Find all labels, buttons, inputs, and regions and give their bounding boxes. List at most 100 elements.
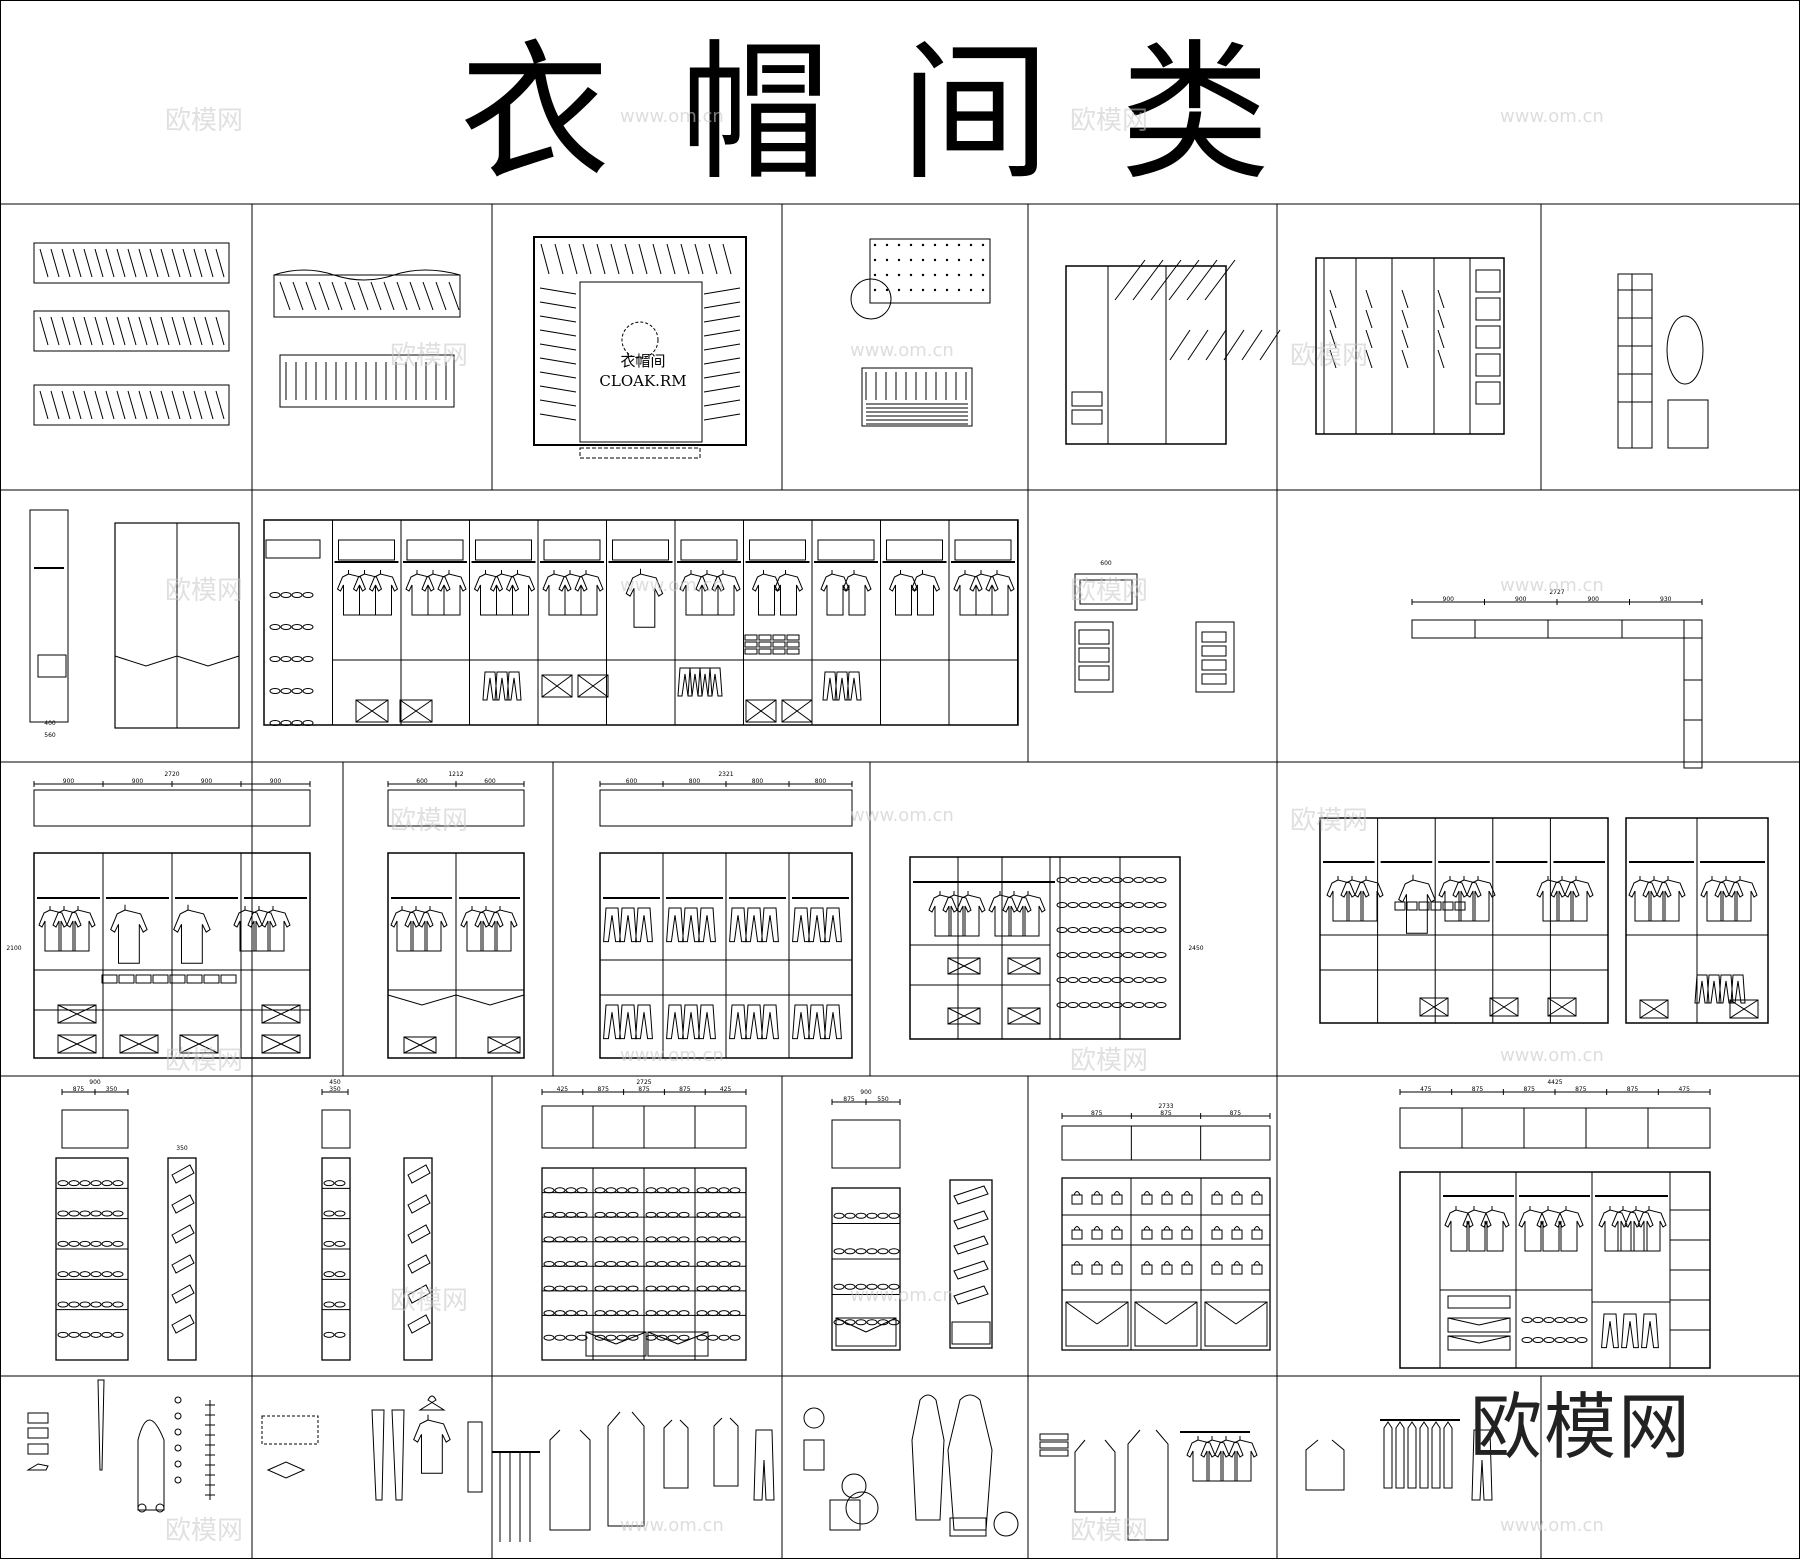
basket-mark: [261, 1004, 301, 1024]
hanger-plan: [703, 301, 741, 309]
shoe-side-icon: [171, 1254, 195, 1274]
drawer-mark: [1134, 1301, 1167, 1325]
shoe-icon: [844, 1283, 856, 1290]
shoe-icon: [576, 1211, 588, 1218]
l-rod-plan: [1683, 619, 1703, 769]
side-panel: [1315, 257, 1325, 435]
dimension-label: 900: [1443, 596, 1455, 603]
shoe-side-icon: [171, 1164, 195, 1184]
hanger-plan: [105, 390, 115, 420]
handbag-handle: [1233, 1226, 1241, 1231]
mirror-reflection: [1223, 329, 1245, 361]
dimension-label: 2725: [636, 1079, 651, 1086]
shirt-icon: [404, 909, 434, 952]
drawer: [951, 1321, 991, 1345]
shoe-icon: [605, 1334, 617, 1341]
handbag-icon: [1231, 1229, 1243, 1240]
shoe-icon: [616, 1285, 628, 1292]
basket: [781, 699, 813, 723]
drawer: [1078, 629, 1110, 645]
top-box: [749, 539, 806, 561]
rug-plan: [869, 238, 991, 304]
hanger-plan: [722, 243, 732, 275]
shoe-icon: [1078, 1002, 1090, 1008]
hanger-plan: [127, 390, 137, 420]
shoe-cabinet-side: [403, 1157, 433, 1361]
hanger-plan: [105, 248, 115, 278]
wheel: [155, 1503, 165, 1513]
shoe-icon: [57, 1180, 69, 1187]
shoe-icon: [112, 1180, 124, 1187]
rug-dot: [897, 243, 901, 247]
circle-plan: [845, 1491, 879, 1525]
shoe-icon: [1078, 877, 1090, 883]
wardrobe-elevation: [1065, 265, 1227, 445]
dimension-label: 875: [1575, 1086, 1587, 1093]
small-drawer: [135, 974, 152, 984]
basket: [57, 1034, 97, 1054]
dimension-label: 2450: [1188, 945, 1203, 952]
dress-icon: [663, 1419, 689, 1489]
hanger-plan: [396, 281, 408, 311]
shoe-icon: [1144, 977, 1156, 983]
watermark-url: www.om.cn: [850, 1285, 954, 1306]
rug-dot: [885, 273, 889, 277]
shoe-icon: [1554, 1317, 1566, 1323]
dimension-label: 550: [877, 1096, 889, 1103]
shoe-icon: [1532, 1317, 1544, 1323]
shoe-side-icon: [171, 1224, 195, 1244]
shirt-icon: [953, 573, 983, 616]
drawer: [1071, 409, 1103, 425]
trousers-icon: [1621, 1313, 1639, 1349]
hanger-plan: [127, 316, 137, 346]
shirt-icon: [1611, 1209, 1641, 1252]
dimension-label: 900: [1515, 596, 1527, 603]
hanger-plan: [204, 248, 214, 278]
trousers-icon: [1471, 1429, 1493, 1501]
cabinet: [1195, 621, 1235, 693]
shoe-icon: [576, 1334, 588, 1341]
shoe-icon: [1111, 877, 1123, 883]
shoe-icon: [866, 1283, 878, 1290]
shoe-icon: [718, 1334, 730, 1341]
shoe-side-icon: [953, 1260, 989, 1280]
hanger-plan: [215, 316, 225, 346]
mirror-reflection: [1204, 259, 1236, 301]
hook-icon: [174, 1476, 182, 1484]
handbag-icon: [1181, 1264, 1193, 1275]
basket: [261, 1004, 301, 1024]
basket: [947, 957, 981, 975]
rug-dot: [945, 273, 949, 277]
shoe-cabinet-side: [949, 1179, 993, 1349]
shirt-icon: [110, 909, 148, 964]
dimension-label: 400: [44, 720, 56, 727]
hook-icon: [174, 1428, 182, 1436]
shoe-icon: [729, 1334, 741, 1341]
shoe-icon: [1089, 902, 1101, 908]
hanger-plan: [83, 248, 93, 278]
mirror-reflection: [1186, 259, 1218, 301]
watermark: 欧模网: [1070, 576, 1149, 606]
circle-plan: [841, 1473, 867, 1499]
shoe-icon: [678, 1310, 690, 1317]
top-box: [543, 539, 601, 561]
drawer-mark: [1447, 1335, 1480, 1344]
shoe-icon: [656, 1261, 668, 1267]
shoe-icon: [678, 1261, 690, 1267]
cloakroom-inner: [579, 281, 703, 443]
shoe-icon: [334, 1210, 346, 1217]
drawer-mark: [1478, 1335, 1511, 1344]
hanging-garment: [1437, 329, 1445, 349]
small-drawer: [118, 974, 135, 984]
hanger-plan: [138, 248, 148, 278]
dimension-label: 2727: [1549, 589, 1564, 596]
hanger-plan: [539, 357, 577, 365]
handbag-icon: [1091, 1229, 1103, 1240]
watermark: 欧模网: [165, 576, 244, 606]
shoe-side-icon: [171, 1284, 195, 1304]
watermark-url: www.om.cn: [850, 340, 954, 361]
shoe-icon: [68, 1240, 80, 1247]
shoe-icon: [729, 1236, 741, 1243]
top-cabinet: [1399, 1107, 1711, 1149]
bag-icon: [713, 1417, 739, 1487]
